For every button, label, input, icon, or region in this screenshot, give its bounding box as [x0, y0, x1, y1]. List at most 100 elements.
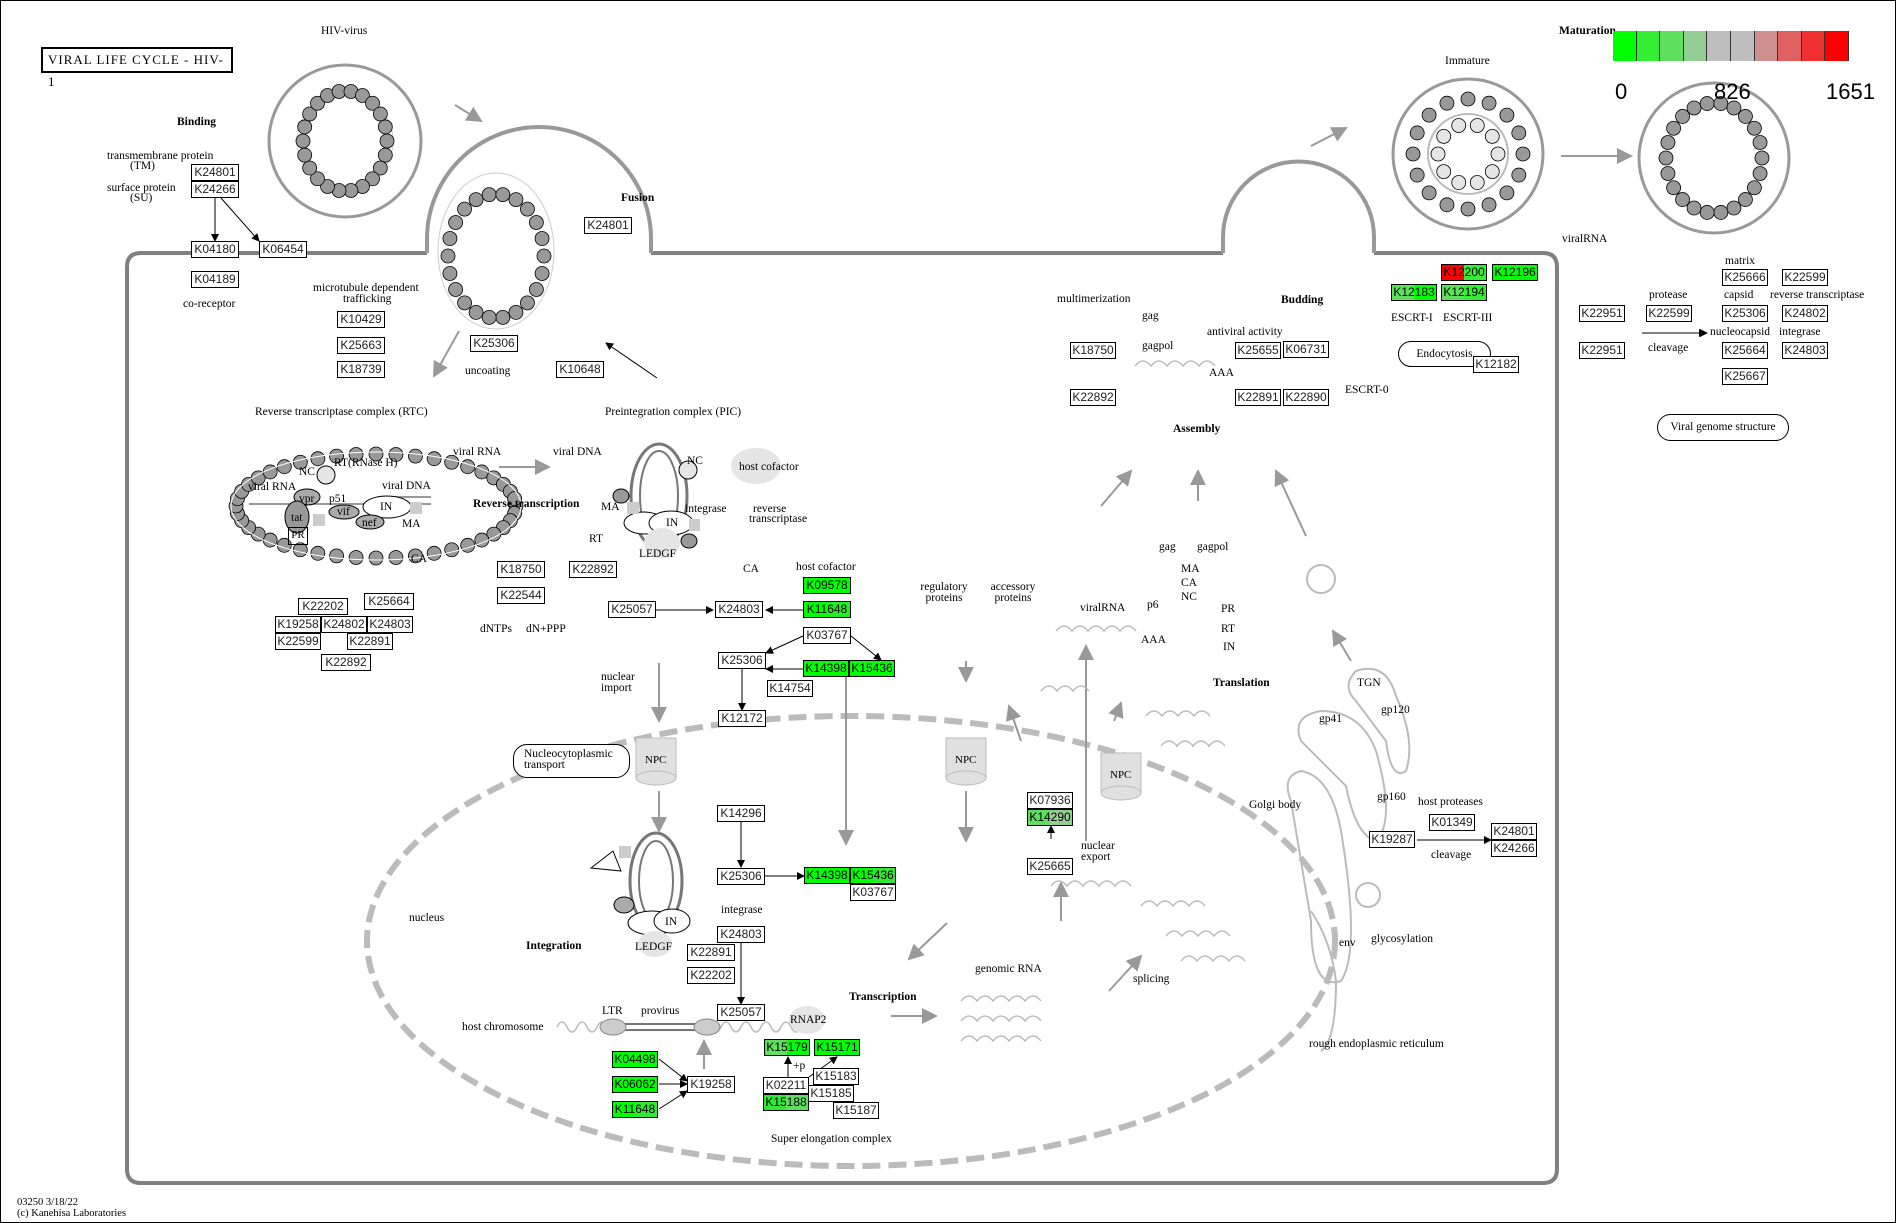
ko-node-k12200[interactable]: K12200: [1441, 264, 1487, 281]
ko-node-k22202[interactable]: K22202: [687, 967, 735, 984]
ko-node-k24801[interactable]: K24801: [584, 217, 632, 234]
ko-node-k25655[interactable]: K25655: [1235, 342, 1281, 359]
ko-node-k15188[interactable]: K15188: [763, 1094, 809, 1111]
ko-node-k25666[interactable]: K25666: [1722, 269, 1768, 286]
ko-node-k12172[interactable]: K12172: [718, 710, 766, 727]
label-tr-nc: NC: [1181, 591, 1197, 603]
label-rtc-viral-rna: viral RNA: [248, 481, 297, 493]
ko-node-k25057[interactable]: K25057: [717, 1004, 765, 1021]
ko-node-k25057[interactable]: K25057: [608, 601, 656, 618]
ko-node-k18750[interactable]: K18750: [1070, 342, 1116, 359]
ko-node-k14296[interactable]: K14296: [717, 805, 765, 822]
ko-node-k22544[interactable]: K22544: [497, 587, 545, 604]
ko-node-k12182[interactable]: K12182: [1473, 356, 1519, 373]
capsid-protein-icon: [1515, 146, 1531, 162]
ko-node-k15179[interactable]: K15179: [764, 1039, 810, 1056]
ko-node-k22891[interactable]: K22891: [347, 633, 393, 650]
ko-node-k15183[interactable]: K15183: [813, 1068, 859, 1085]
ko-node-k22891[interactable]: K22891: [1235, 389, 1281, 406]
ko-node-k18750[interactable]: K18750: [497, 561, 545, 578]
ko-node-k25667[interactable]: K25667: [1722, 368, 1768, 385]
label-gag: gag: [1159, 541, 1176, 553]
ko-node-k03767[interactable]: K03767: [803, 627, 851, 644]
ko-node-k18739[interactable]: K18739: [337, 361, 385, 378]
capsid-protein-icon: [1752, 166, 1768, 181]
ko-node-k10429[interactable]: K10429: [337, 311, 385, 328]
ko-node-k19258[interactable]: K19258: [275, 616, 321, 633]
capsid-protein-icon: [1421, 185, 1437, 201]
ko-node-k25665[interactable]: K25665: [1027, 858, 1073, 875]
label-nucleocapsid: nucleocapsid: [1710, 326, 1771, 338]
capsid-protein-icon: [276, 459, 292, 475]
ko-node-k24801[interactable]: K24801: [191, 164, 239, 181]
ko-node-k15187[interactable]: K15187: [833, 1102, 879, 1119]
ko-node-k15436[interactable]: K15436: [850, 867, 896, 884]
ko-node-k12183[interactable]: K12183: [1391, 284, 1437, 301]
ko-node-k06731[interactable]: K06731: [1283, 341, 1329, 358]
ko-node-k22891[interactable]: K22891: [687, 944, 735, 961]
ko-node-k25664[interactable]: K25664: [364, 593, 414, 610]
ko-node-k06454[interactable]: K06454: [259, 241, 307, 258]
label-tm-abbr: (TM): [130, 160, 155, 172]
ko-node-k03767[interactable]: K03767: [850, 884, 896, 901]
ko-node-k25306[interactable]: K25306: [1722, 305, 1768, 322]
ko-node-k25306[interactable]: K25306: [718, 652, 766, 669]
ko-node-k25664[interactable]: K25664: [1722, 342, 1768, 359]
ko-node-k25663[interactable]: K25663: [337, 337, 385, 354]
ko-node-k14754[interactable]: K14754: [767, 680, 813, 697]
ko-node-k25306[interactable]: K25306: [717, 868, 765, 885]
nucleocytoplasmic-transport-link[interactable]: Nucleocytoplasmic transport: [513, 744, 630, 778]
ko-node-k24266[interactable]: K24266: [191, 181, 239, 198]
ko-node-k24803[interactable]: K24803: [715, 601, 763, 618]
ko-node-k24803[interactable]: K24803: [367, 616, 413, 633]
ko-node-k24802[interactable]: K24802: [1782, 305, 1828, 322]
label-plus-p-1: +p: [793, 1060, 806, 1072]
ko-node-k15185[interactable]: K15185: [808, 1085, 854, 1102]
capsid-protein-icon: [440, 248, 456, 264]
ko-node-k04180[interactable]: K04180: [191, 241, 239, 258]
ko-node-k24266[interactable]: K24266: [1491, 840, 1537, 857]
ko-node-k12196[interactable]: K12196: [1492, 264, 1538, 281]
ko-node-k15436[interactable]: K15436: [849, 660, 895, 677]
viral-genome-structure-link[interactable]: Viral genome structure: [1657, 414, 1789, 441]
ko-node-k24803[interactable]: K24803: [1782, 342, 1828, 359]
ko-node-k24801[interactable]: K24801: [1491, 823, 1537, 840]
ko-node-k22890[interactable]: K22890: [1283, 389, 1329, 406]
ko-node-k11648[interactable]: K11648: [612, 1101, 658, 1118]
ko-node-k14290[interactable]: K14290: [1027, 809, 1073, 826]
ko-node-k01349[interactable]: K01349: [1429, 814, 1475, 831]
ko-node-k22892[interactable]: K22892: [569, 561, 617, 578]
ko-node-k19287[interactable]: K19287: [1369, 831, 1415, 848]
ko-node-k14398[interactable]: K14398: [804, 867, 850, 884]
ko-node-k22892[interactable]: K22892: [321, 654, 371, 671]
ko-node-k15171[interactable]: K15171: [814, 1039, 860, 1056]
ko-node-k22951[interactable]: K22951: [1579, 342, 1625, 359]
ko-node-k24802[interactable]: K24802: [321, 616, 367, 633]
ko-node-k14398[interactable]: K14398: [803, 660, 849, 677]
ko-node-k09578[interactable]: K09578: [803, 577, 851, 594]
ko-node-k12194[interactable]: K12194: [1441, 284, 1487, 301]
ko-node-k11648[interactable]: K11648: [803, 601, 851, 618]
grey-transition-arrow: [1274, 469, 1307, 537]
ko-node-k10648[interactable]: K10648: [556, 361, 604, 378]
capsid-protein-icon: [1499, 107, 1515, 123]
label-cleavage-2: cleavage: [1431, 849, 1472, 861]
ko-node-k07936[interactable]: K07936: [1027, 792, 1073, 809]
ko-node-k22599[interactable]: K22599: [275, 633, 321, 650]
ko-node-k22892[interactable]: K22892: [1070, 389, 1116, 406]
ko-node-k22951[interactable]: K22951: [1579, 305, 1625, 322]
label-tr-in: IN: [1223, 641, 1236, 653]
ko-node-k24803[interactable]: K24803: [717, 926, 765, 943]
ko-node-k19258[interactable]: K19258: [687, 1076, 735, 1093]
ko-node-k02211[interactable]: K02211: [763, 1077, 809, 1094]
ko-node-k04498[interactable]: K04498: [612, 1051, 658, 1068]
ko-node-k22202[interactable]: K22202: [298, 598, 348, 615]
label-antiviral: antiviral activity: [1207, 326, 1283, 338]
capsid-protein-icon: [1451, 175, 1467, 190]
ko-node-k04189[interactable]: K04189: [191, 271, 239, 288]
ko-node-k06062[interactable]: K06062: [612, 1076, 658, 1093]
ko-node-k25306[interactable]: K25306: [470, 335, 518, 352]
capsid-protein-icon: [297, 147, 313, 163]
ko-node-k22599[interactable]: K22599: [1782, 269, 1828, 286]
ko-node-k22599[interactable]: K22599: [1646, 305, 1692, 322]
